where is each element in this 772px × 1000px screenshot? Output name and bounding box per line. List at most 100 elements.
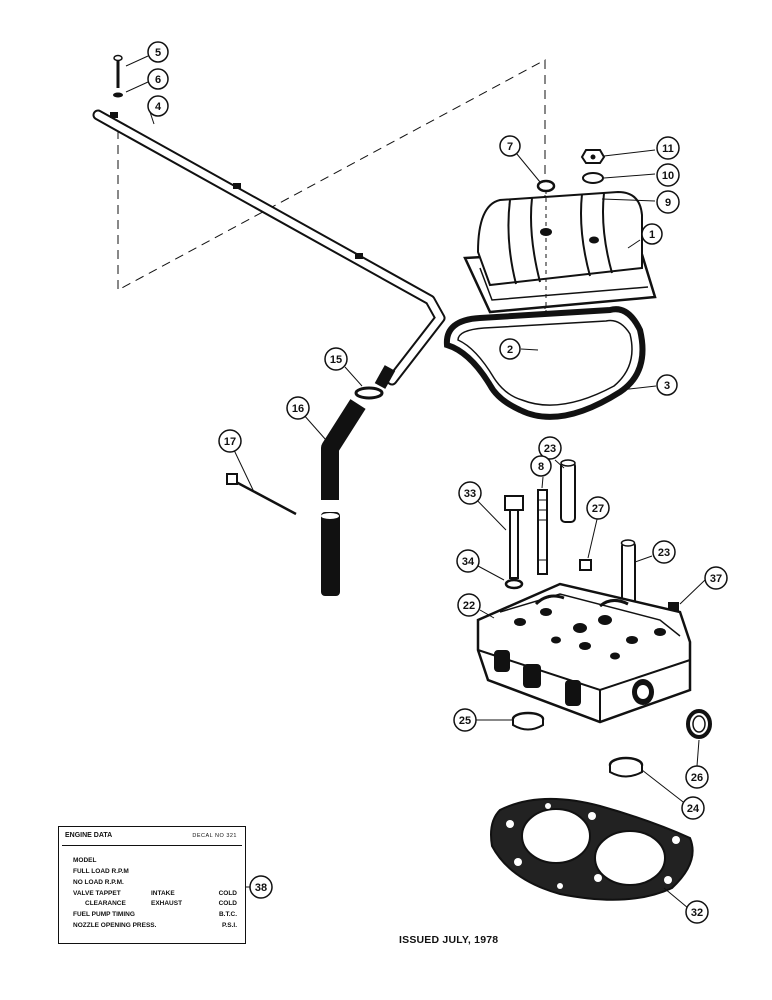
decal-row-right: B.T.C. [218,911,237,918]
decal-row-no-load: NO LOAD R.P.M. [73,879,237,889]
svg-text:11: 11 [662,143,674,155]
callout-24: 24 [681,796,705,820]
decal-row-mid: EXHAUST [151,900,183,907]
callout-23-lower: 23 [652,540,676,564]
tube-23-lower [620,539,636,605]
tube-23-upper [560,459,576,523]
decal-row-right: COLD [218,890,237,897]
decal-row-label: VALVE TAPPET [73,890,121,897]
leader-lines [125,55,706,909]
callout-16: 16 [286,396,310,420]
callout-7: 7 [499,135,521,157]
callout-37: 37 [704,566,728,590]
svg-text:4: 4 [155,101,162,113]
svg-text:2: 2 [507,344,513,356]
decal-row-right: COLD [218,900,237,907]
decal-divider [62,845,242,846]
callout-10: 10 [656,163,680,187]
decal-row-clearance: CLEARANCE EXHAUST COLD [73,900,237,910]
decal-number: DECAL NO 321 [192,833,237,839]
cylinder-head-22 [476,582,692,724]
callout-22: 22 [457,593,481,617]
seal-26 [686,709,712,739]
svg-text:17: 17 [224,436,236,448]
decal-row-model: MODEL [73,857,237,867]
callout-17: 17 [218,429,242,453]
tie-strap-17 [226,473,297,516]
svg-text:8: 8 [538,461,544,473]
callout-27: 27 [586,496,610,520]
callout-6: 6 [147,68,169,90]
svg-text:25: 25 [459,715,471,727]
svg-text:5: 5 [155,47,161,59]
svg-text:38: 38 [255,882,267,894]
gasket-3 [443,306,646,420]
callout-34: 34 [456,549,480,573]
issued-date: ISSUED JULY, 1978 [399,934,499,946]
seal-ring-25 [511,711,545,731]
svg-text:23: 23 [544,443,556,455]
svg-text:23: 23 [658,547,670,559]
svg-text:7: 7 [507,141,513,153]
decal-row-fuel-pump: FUEL PUMP TIMING B.T.C. [73,911,237,921]
decal-row-valve-tappet: VALVE TAPPET INTAKE COLD [73,890,237,900]
svg-text:37: 37 [710,573,722,585]
engine-data-decal: ENGINE DATA DECAL NO 321 MODEL FULL LOAD… [58,826,246,944]
washer-6 [113,92,123,98]
svg-text:33: 33 [464,488,476,500]
plug-27 [579,559,592,571]
svg-text:16: 16 [292,403,304,415]
decal-row-label: MODEL [73,857,97,864]
callout-23-upper: 23 [538,436,562,460]
svg-text:10: 10 [662,170,674,182]
svg-text:26: 26 [691,772,703,784]
callout-3: 3 [656,374,678,396]
decal-row-label: CLEARANCE [85,900,126,907]
seal-ring-24 [608,756,644,778]
svg-text:34: 34 [462,556,475,568]
callout-32: 32 [685,900,709,924]
breather-tube [92,109,446,389]
head-gasket-32 [490,797,694,901]
bolt-5 [113,54,123,88]
svg-text:3: 3 [664,380,670,392]
svg-text:6: 6 [155,74,161,86]
grommet-7 [536,179,556,193]
hose-16 [321,399,366,596]
callout-8: 8 [530,455,552,477]
bolt-33 [504,495,524,579]
hose-clamp-15 [354,386,384,400]
svg-text:24: 24 [687,803,700,815]
callout-2: 2 [499,338,521,360]
washer-10 [582,172,604,184]
decal-row-nozzle: NOZZLE OPENING PRESS. P.S.I. [73,922,237,932]
svg-text:1: 1 [649,229,655,241]
dashed-assembly-line [117,59,546,330]
decal-row-label: NOZZLE OPENING PRESS. [73,922,157,929]
svg-text:15: 15 [330,354,342,366]
decal-row-mid: INTAKE [151,890,175,897]
callout-26: 26 [685,765,709,789]
callout-11: 11 [656,136,680,160]
decal-row-label: NO LOAD R.P.M. [73,879,124,886]
svg-text:9: 9 [665,197,671,209]
callout-25: 25 [453,708,477,732]
callout-1: 1 [641,223,663,245]
callout-5: 5 [147,41,169,63]
callout-9: 9 [656,190,680,214]
callout-4: 4 [147,95,169,117]
stud-8 [537,489,548,575]
decal-row-full-load: FULL LOAD R.P.M [73,868,237,878]
decal-row-label: FULL LOAD R.P.M [73,868,129,875]
svg-text:27: 27 [592,503,604,515]
decal-row-right: P.S.I. [221,922,237,929]
decal-title: ENGINE DATA [65,832,113,839]
callout-15: 15 [324,347,348,371]
plug-37 [668,602,679,613]
callout-33: 33 [458,481,482,505]
nut-11 [580,149,606,164]
svg-text:22: 22 [463,600,475,612]
svg-text:32: 32 [691,907,703,919]
washer-34 [504,578,524,590]
